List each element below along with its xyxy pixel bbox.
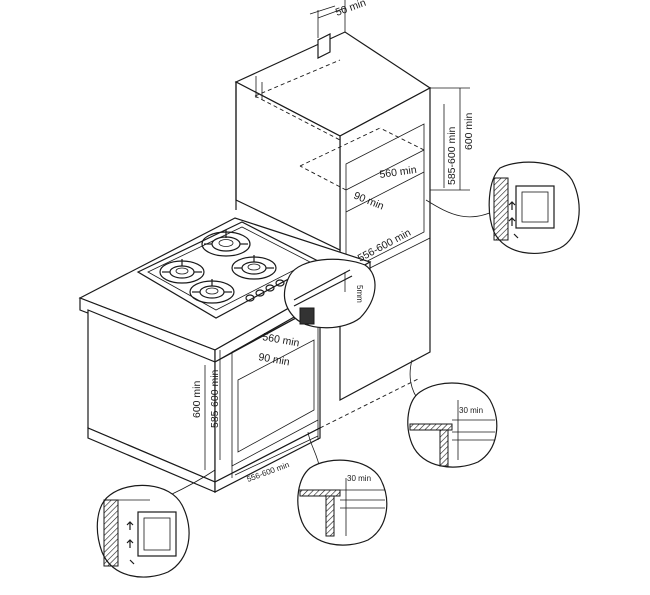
burner-rear-right [231, 255, 277, 280]
tall-height-min-label: 600 min [463, 112, 475, 150]
top-gap-label: 50 min [334, 0, 368, 19]
detail-circle-plinth-1 [297, 459, 388, 546]
base-height-min-label: 600 min [191, 380, 203, 418]
base-dimension-lines [169, 350, 421, 496]
plinth-gap-1-label: 30 min [347, 474, 371, 483]
detail-circle-tall [488, 161, 580, 254]
base-height-range-label: 585-600 min [209, 369, 221, 428]
hob-gap-label: 5mm [355, 285, 364, 303]
burner-front-right [189, 279, 235, 304]
control-knobs [245, 279, 285, 302]
hob-detail-bubble [284, 258, 376, 329]
burner-rear-left [201, 230, 251, 257]
tall-depth-label: 560 min [379, 164, 418, 181]
detail-circle-plinth-2 [407, 382, 498, 468]
detail-circle-base [96, 484, 190, 578]
base-vent-label: 90 min [257, 351, 290, 368]
plinth-gap-2-label: 30 min [459, 406, 483, 415]
tall-height-range-label: 585-600 min [446, 126, 458, 185]
burner-front-left [159, 259, 205, 284]
tall-cabinet [234, 31, 432, 401]
